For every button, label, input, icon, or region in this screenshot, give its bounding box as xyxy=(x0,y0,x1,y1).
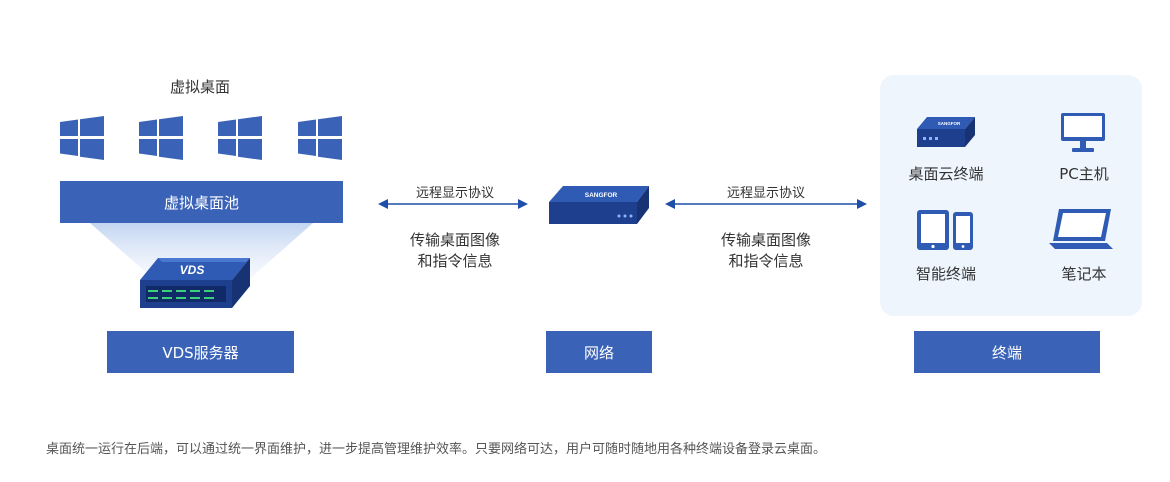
right-protocol-label: 远程显示协议 xyxy=(726,186,805,201)
vds-server-bar: VDS服务器 xyxy=(107,331,294,373)
pc-monitor-icon xyxy=(1061,113,1105,152)
terminal-label-pc: PC主机 xyxy=(1059,165,1109,183)
vds-badge: VDS xyxy=(180,263,205,277)
terminals-bar: 终端 xyxy=(914,331,1100,373)
network-device-brand: SANGFOR xyxy=(585,192,618,199)
terminals-label: 终端 xyxy=(991,343,1022,362)
windows-logo-icon xyxy=(218,116,262,160)
network-label: 网络 xyxy=(583,343,614,362)
desktop-pool-bar: 虚拟桌面池 xyxy=(60,181,343,223)
thin-client-brand: SANGFOR xyxy=(938,121,961,126)
footer-caption: 桌面统一运行在后端，可以通过统一界面维护，进一步提高管理维护效率。只要网络可达，… xyxy=(46,442,827,457)
left-desc-line1: 传输桌面图像 xyxy=(409,231,500,249)
right-desc-line1: 传输桌面图像 xyxy=(720,231,811,249)
light-beam xyxy=(90,223,313,283)
desktop-pool-label: 虚拟桌面池 xyxy=(163,193,239,212)
left-desc-line2: 和指令信息 xyxy=(417,252,493,270)
windows-logo-icon xyxy=(60,116,104,160)
thin-client-icon: SANGFOR xyxy=(917,117,975,147)
virtual-desktop-title: 虚拟桌面 xyxy=(169,78,230,96)
vds-server-label: VDS服务器 xyxy=(162,343,239,362)
left-protocol-label: 远程显示协议 xyxy=(415,186,494,201)
right-desc-line2: 和指令信息 xyxy=(728,252,804,270)
right-double-arrow xyxy=(665,199,867,209)
laptop-icon xyxy=(1049,209,1113,249)
terminal-label-thin-client: 桌面云终端 xyxy=(908,165,984,183)
terminal-label-smart: 智能终端 xyxy=(915,265,976,283)
terminal-label-laptop: 笔记本 xyxy=(1061,265,1107,283)
network-gateway-icon: SANGFOR xyxy=(549,186,649,224)
vds-server-icon: VDS xyxy=(140,258,250,308)
windows-logo-icon xyxy=(139,116,183,160)
left-double-arrow xyxy=(378,199,528,209)
network-bar: 网络 xyxy=(546,331,652,373)
windows-desktop-icons xyxy=(60,116,350,162)
windows-logo-icon xyxy=(298,116,342,160)
tablet-phone-icon xyxy=(917,210,973,250)
